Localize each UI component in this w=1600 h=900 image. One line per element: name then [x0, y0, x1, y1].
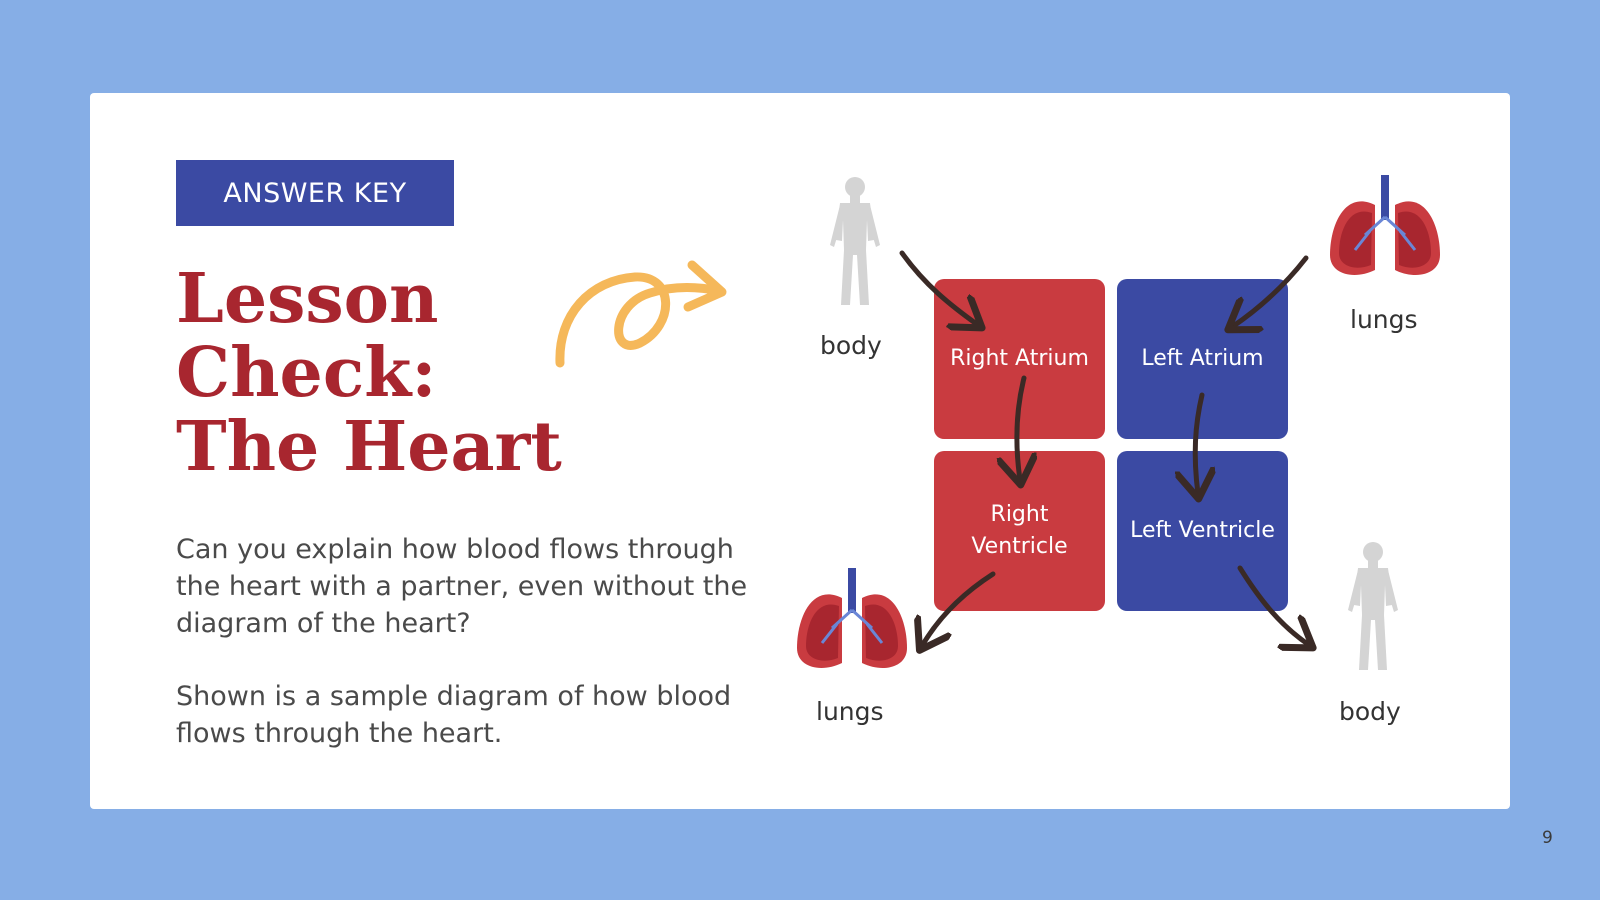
slide-title: Lesson Check: The Heart	[176, 262, 656, 484]
arrow-icon	[1232, 255, 1309, 327]
label-lungs-top: lungs	[1350, 305, 1418, 334]
label-body-top: body	[820, 331, 882, 360]
arrow-icon	[922, 571, 996, 646]
title-line-3: The Heart	[176, 407, 562, 487]
right-atrium-label: Right Atrium	[950, 346, 1089, 371]
lungs-icon	[797, 568, 907, 668]
body-silhouette-icon	[830, 177, 880, 305]
body-silhouette-icon	[1348, 542, 1398, 670]
arrow-icon	[1195, 392, 1202, 494]
label-body-bottom: body	[1339, 697, 1401, 726]
title-line-1: Lesson	[176, 259, 439, 339]
left-ventricle-box: Left Ventricle	[1117, 451, 1288, 611]
lungs-icon	[1330, 175, 1440, 275]
title-line-2: Check:	[176, 333, 437, 413]
left-atrium-label: Left Atrium	[1141, 346, 1264, 371]
answer-key-badge: ANSWER KEY	[176, 160, 454, 226]
question-paragraph: Can you explain how blood flows through …	[176, 534, 748, 639]
left-ventricle-label: Left Ventricle	[1130, 518, 1275, 543]
curly-arrow-icon	[555, 260, 727, 368]
description-paragraph: Shown is a sample diagram of how blood f…	[176, 681, 732, 749]
page-number: 9	[1542, 828, 1553, 848]
label-lungs-bottom: lungs	[816, 697, 884, 726]
right-ventricle-label: Right Ventricle	[971, 502, 1068, 559]
arrow-icon	[1237, 565, 1309, 645]
arrow-icon	[899, 250, 978, 325]
arrow-icon	[1017, 375, 1024, 480]
